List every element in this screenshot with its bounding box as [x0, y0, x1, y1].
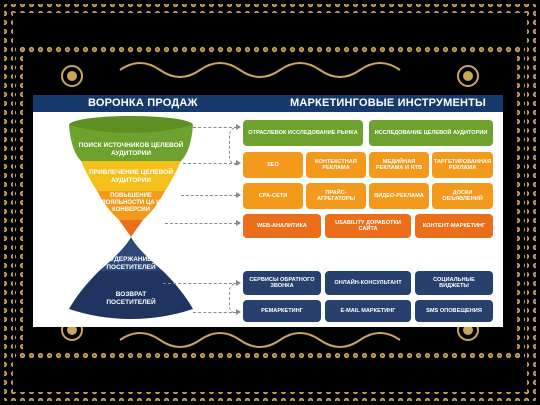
funnel-stage-5-shape [69, 271, 193, 319]
tool-email-marketing: E-MAIL МАРКЕТИНГ [325, 300, 411, 322]
funnel-stage-1-shape [69, 125, 193, 161]
funnel-stage-1-label: ПОИСК ИСТОЧНИКОВ ЦЕЛЕВОЙ АУДИТОРИИ [78, 142, 184, 157]
diagram-panel: ВОРОНКА ПРОДАЖ МАРКЕТИНГОВЫЕ ИНСТРУМЕНТЫ… [33, 95, 503, 327]
tool-classifieds: ДОСКИ ОБЪЯВЛЕНИЙ [432, 183, 493, 209]
funnel-rim [69, 116, 193, 134]
tool-remarketing: РЕМАРКЕТИНГ [243, 300, 321, 322]
tool-price-aggregators: ПРАЙС-АГРЕГАТОРЫ [306, 183, 366, 209]
tool-social-widgets: СОЦИАЛЬНЫЕ ВИДЖЕТЫ [415, 271, 493, 295]
tool-context-ads: КОНТЕКСТНАЯ РЕКЛАМА [306, 152, 366, 178]
tool-web-analytics: WEB-АНАЛИТИКА [243, 214, 321, 238]
tool-audience-research: ИССЛЕДОВАНИЕ ЦЕЛЕВОЙ АУДИТОРИИ [369, 120, 493, 146]
funnel-stage-4-shape [99, 237, 163, 271]
tool-online-consultant: ОНЛАЙН-КОНСУЛЬТАНТ [325, 271, 411, 295]
funnel-stage-2-label: ПРИВЛЕЧЕНИЕ ЦЕЛЕВОЙ АУДИТОРИИ [89, 169, 173, 184]
tool-sms-notifications: SMS ОПОВЕЩЕНИЯ [415, 300, 493, 322]
tool-targeted-ads: ТАРГЕТИРОВАННАЯ РЕКЛАМА [432, 152, 493, 178]
sales-funnel-header: ВОРОНКА ПРОДАЖ [33, 95, 278, 112]
arrow-stage-5 [193, 309, 241, 315]
arrow-stage-2 [183, 160, 241, 166]
arrow-stage-1 [193, 124, 241, 130]
tool-cpa-networks: CPA-СЕТИ [243, 183, 303, 209]
sales-funnel-graphic [69, 116, 193, 319]
funnel-stage-5-label: ВОЗВРАТ ПОСЕТИТЕЛЕЙ [106, 291, 156, 306]
connector-curve-bottom [229, 283, 238, 314]
funnel-stage-3-label: ПОВЫШЕНИЕ ЛОЯЛЬНОСТИ ЦА И КОНВЕРСИИ [101, 193, 161, 213]
tool-callback-services: СЕРВИСЫ ОБРАТНОГО ЗВОНКА [243, 271, 321, 295]
funnel-stage-3-shape [97, 191, 165, 220]
tool-media-ads-rtb: МЕДИЙНАЯ РЕКЛАМА И RTB [369, 152, 429, 178]
funnel-stage-4-label: УДЕРЖАНИЕ ПОСЕТИТЕЛЕЙ [106, 256, 156, 271]
funnel-stage-2-shape [81, 161, 181, 191]
arrow-stage-3 [165, 220, 241, 226]
arrow-stage-2b [181, 192, 241, 198]
tool-usability: USABILITY ДОРАБОТКИ САЙТА [325, 214, 411, 238]
marketing-tools-header: МАРКЕТИНГОВЫЕ ИНСТРУМЕНТЫ [278, 95, 503, 112]
tool-video-ads: ВИДЕО-РЕКЛАМА [369, 183, 429, 209]
tool-market-research: ОТРАСЛЕВОК ИССЛЕДОВАНИЕ РЫНКА [243, 120, 363, 146]
connector-curve-top [229, 127, 238, 165]
funnel-neck-shape [119, 220, 143, 237]
tool-content-marketing: КОНТЕНТ-МАРКЕТИНГ [415, 214, 493, 238]
tool-seo: SEO [243, 152, 303, 178]
arrow-stage-4 [163, 280, 241, 286]
